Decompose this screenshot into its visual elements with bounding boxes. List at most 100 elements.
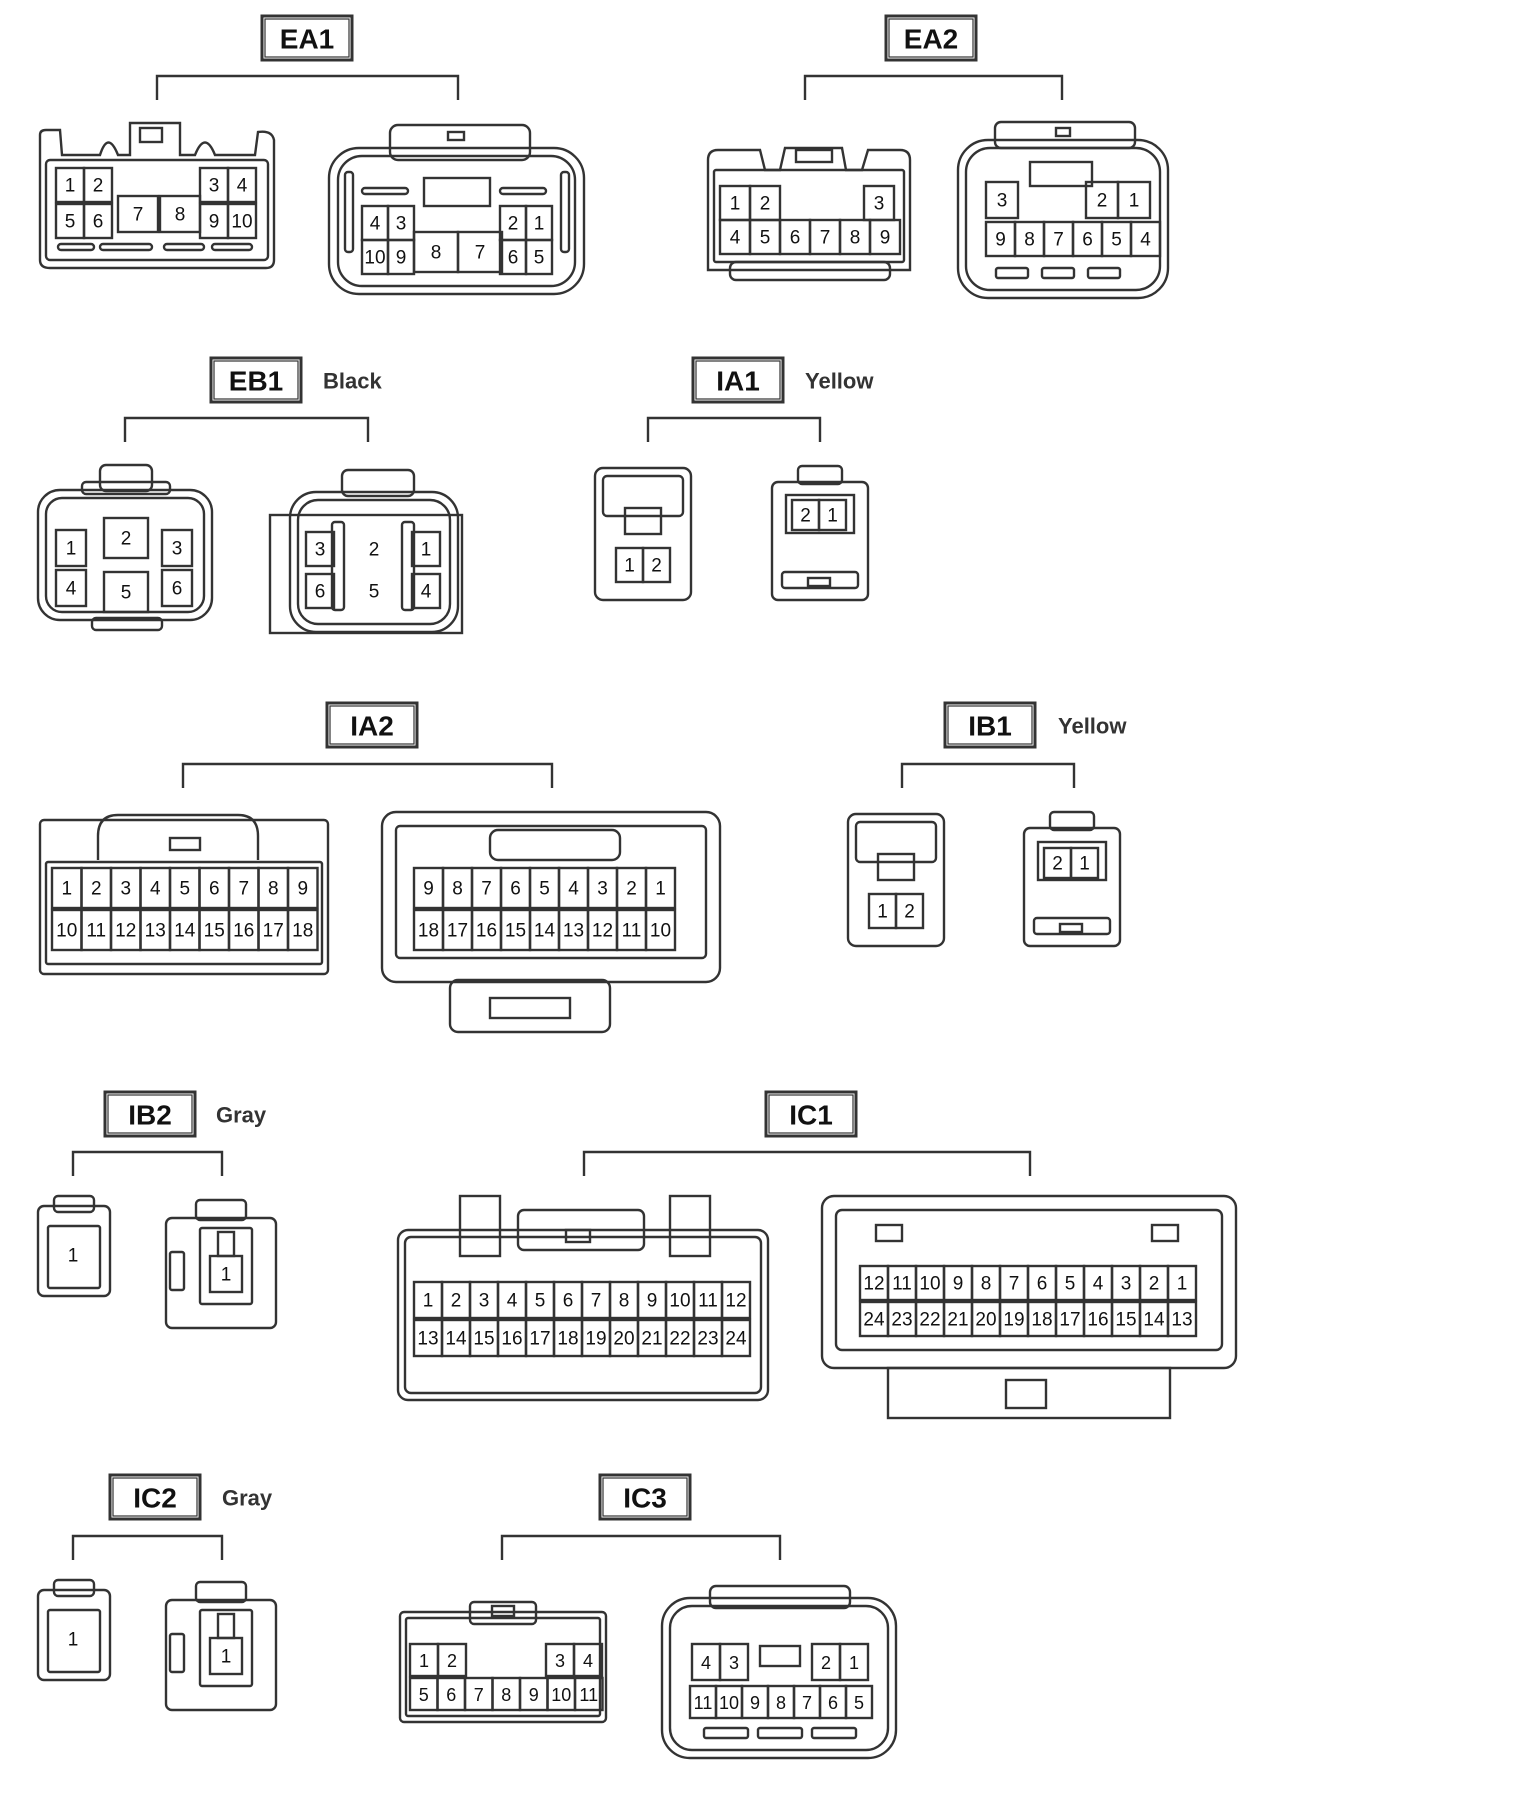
eb1-male-inner <box>296 498 452 626</box>
ic3-female-inner <box>404 1616 602 1718</box>
pin-number: 8 <box>850 228 861 249</box>
ic3-male-housing <box>660 1596 898 1760</box>
pin-number: 6 <box>828 1693 838 1713</box>
pin-number: 4 <box>701 1653 711 1673</box>
connector-header-ic3: IC3 <box>598 1473 692 1521</box>
pin-number: 16 <box>1087 1310 1108 1331</box>
pin-cavity <box>82 166 114 204</box>
ia1-male-top <box>796 464 844 486</box>
pin-cavity <box>226 202 258 240</box>
ic3-slot <box>756 1726 804 1740</box>
pin-number: 6 <box>93 212 104 233</box>
ib2-male-inner <box>198 1226 254 1306</box>
pin-number: 7 <box>591 1291 602 1312</box>
connector-id-label: IC2 <box>133 1483 177 1514</box>
ic1-male-bottom <box>886 1366 1172 1420</box>
eb1-male-top <box>340 468 416 498</box>
pin-number: 1 <box>1129 191 1140 212</box>
ib2-male-housing <box>164 1216 278 1330</box>
ic3-slot <box>810 1726 858 1740</box>
ic3-female-housing <box>398 1610 608 1724</box>
pin-cavity <box>817 498 848 532</box>
ic1-male-slot <box>874 1223 904 1243</box>
pin-number: 13 <box>563 921 584 942</box>
pin-cavity <box>573 1676 604 1712</box>
pin-number: 9 <box>396 248 407 269</box>
pin-number: 7 <box>238 879 249 900</box>
pin-cavity <box>1069 846 1100 880</box>
pin-cavity <box>868 218 902 256</box>
ea2-slot <box>994 266 1030 280</box>
ib2-female-connector: 1 <box>36 1194 112 1298</box>
pin-number: 6 <box>1037 1274 1048 1295</box>
pin-cavity <box>208 1254 244 1294</box>
connector-id-box <box>691 356 785 404</box>
pin-number: 10 <box>364 248 385 269</box>
ib2-female-housing <box>36 1204 112 1298</box>
pin-number: 21 <box>947 1310 968 1331</box>
pin-number: 9 <box>209 212 220 233</box>
pin-number: 20 <box>613 1329 634 1350</box>
connector-id-label: IB1 <box>968 711 1012 742</box>
pin-number: 1 <box>421 540 432 561</box>
pin-number: 1 <box>1079 854 1090 875</box>
pin-number: 4 <box>1140 230 1151 251</box>
ib1-male-inner <box>1036 840 1108 882</box>
pin-number: 15 <box>1115 1310 1136 1331</box>
pin-number: 2 <box>369 540 380 561</box>
pin-number: 5 <box>369 582 380 603</box>
ia1-male-clip <box>806 576 832 588</box>
ic1-male-inner <box>834 1208 1224 1352</box>
connector-id-box <box>764 1090 858 1138</box>
pin-number: 6 <box>446 1685 456 1705</box>
ib1-female-cap <box>854 820 938 864</box>
pin-cavity <box>304 530 336 568</box>
eb1-bottom <box>90 616 164 632</box>
pin-number: 4 <box>150 879 161 900</box>
pin-number: 14 <box>445 1329 467 1350</box>
ic2-male-top <box>194 1580 248 1604</box>
ea2-slot <box>1086 266 1122 280</box>
pin-cavity <box>226 166 258 204</box>
connector-id-box-inner <box>947 705 1033 745</box>
pin-cavity <box>524 238 554 276</box>
ea1-slot <box>98 242 154 252</box>
pin-cavity <box>641 546 672 584</box>
ic3-male-inner <box>668 1604 890 1752</box>
ea1-male-latch <box>446 130 466 142</box>
bracket-line <box>900 762 1076 788</box>
pin-number: 1 <box>730 194 741 215</box>
pin-number: 2 <box>651 556 662 577</box>
pin-number: 7 <box>481 879 492 900</box>
pin-number: 10 <box>669 1291 690 1312</box>
pin-number: 7 <box>475 243 486 264</box>
connector-id-label: IC3 <box>623 1483 667 1514</box>
pin-number: 10 <box>231 212 252 233</box>
connector-id-box-inner <box>888 18 974 58</box>
pin-number: 2 <box>760 194 771 215</box>
pin-number: 4 <box>237 176 248 197</box>
ea2-male-housing <box>956 138 1170 300</box>
pin-number: 1 <box>419 1651 429 1671</box>
pin-cavity <box>116 194 160 234</box>
connector-id-box <box>209 356 303 404</box>
ia1-female-cap <box>601 474 685 518</box>
ia1-female-lock <box>623 506 663 536</box>
pin-number: 2 <box>93 176 104 197</box>
pin-number: 7 <box>1009 1274 1020 1295</box>
connector-id-box-inner <box>107 1094 193 1134</box>
ic3-female-top <box>468 1600 538 1626</box>
pin-number: 24 <box>725 1329 747 1350</box>
pin-number: 6 <box>508 248 519 269</box>
pin-number: 14 <box>1143 1310 1165 1331</box>
pin-cavity <box>894 892 925 930</box>
pin-cavity <box>1129 220 1162 258</box>
pin-number: 1 <box>68 1246 79 1267</box>
connector-header-ea1: EA1 <box>260 14 354 62</box>
pin-number: 9 <box>953 1274 964 1295</box>
